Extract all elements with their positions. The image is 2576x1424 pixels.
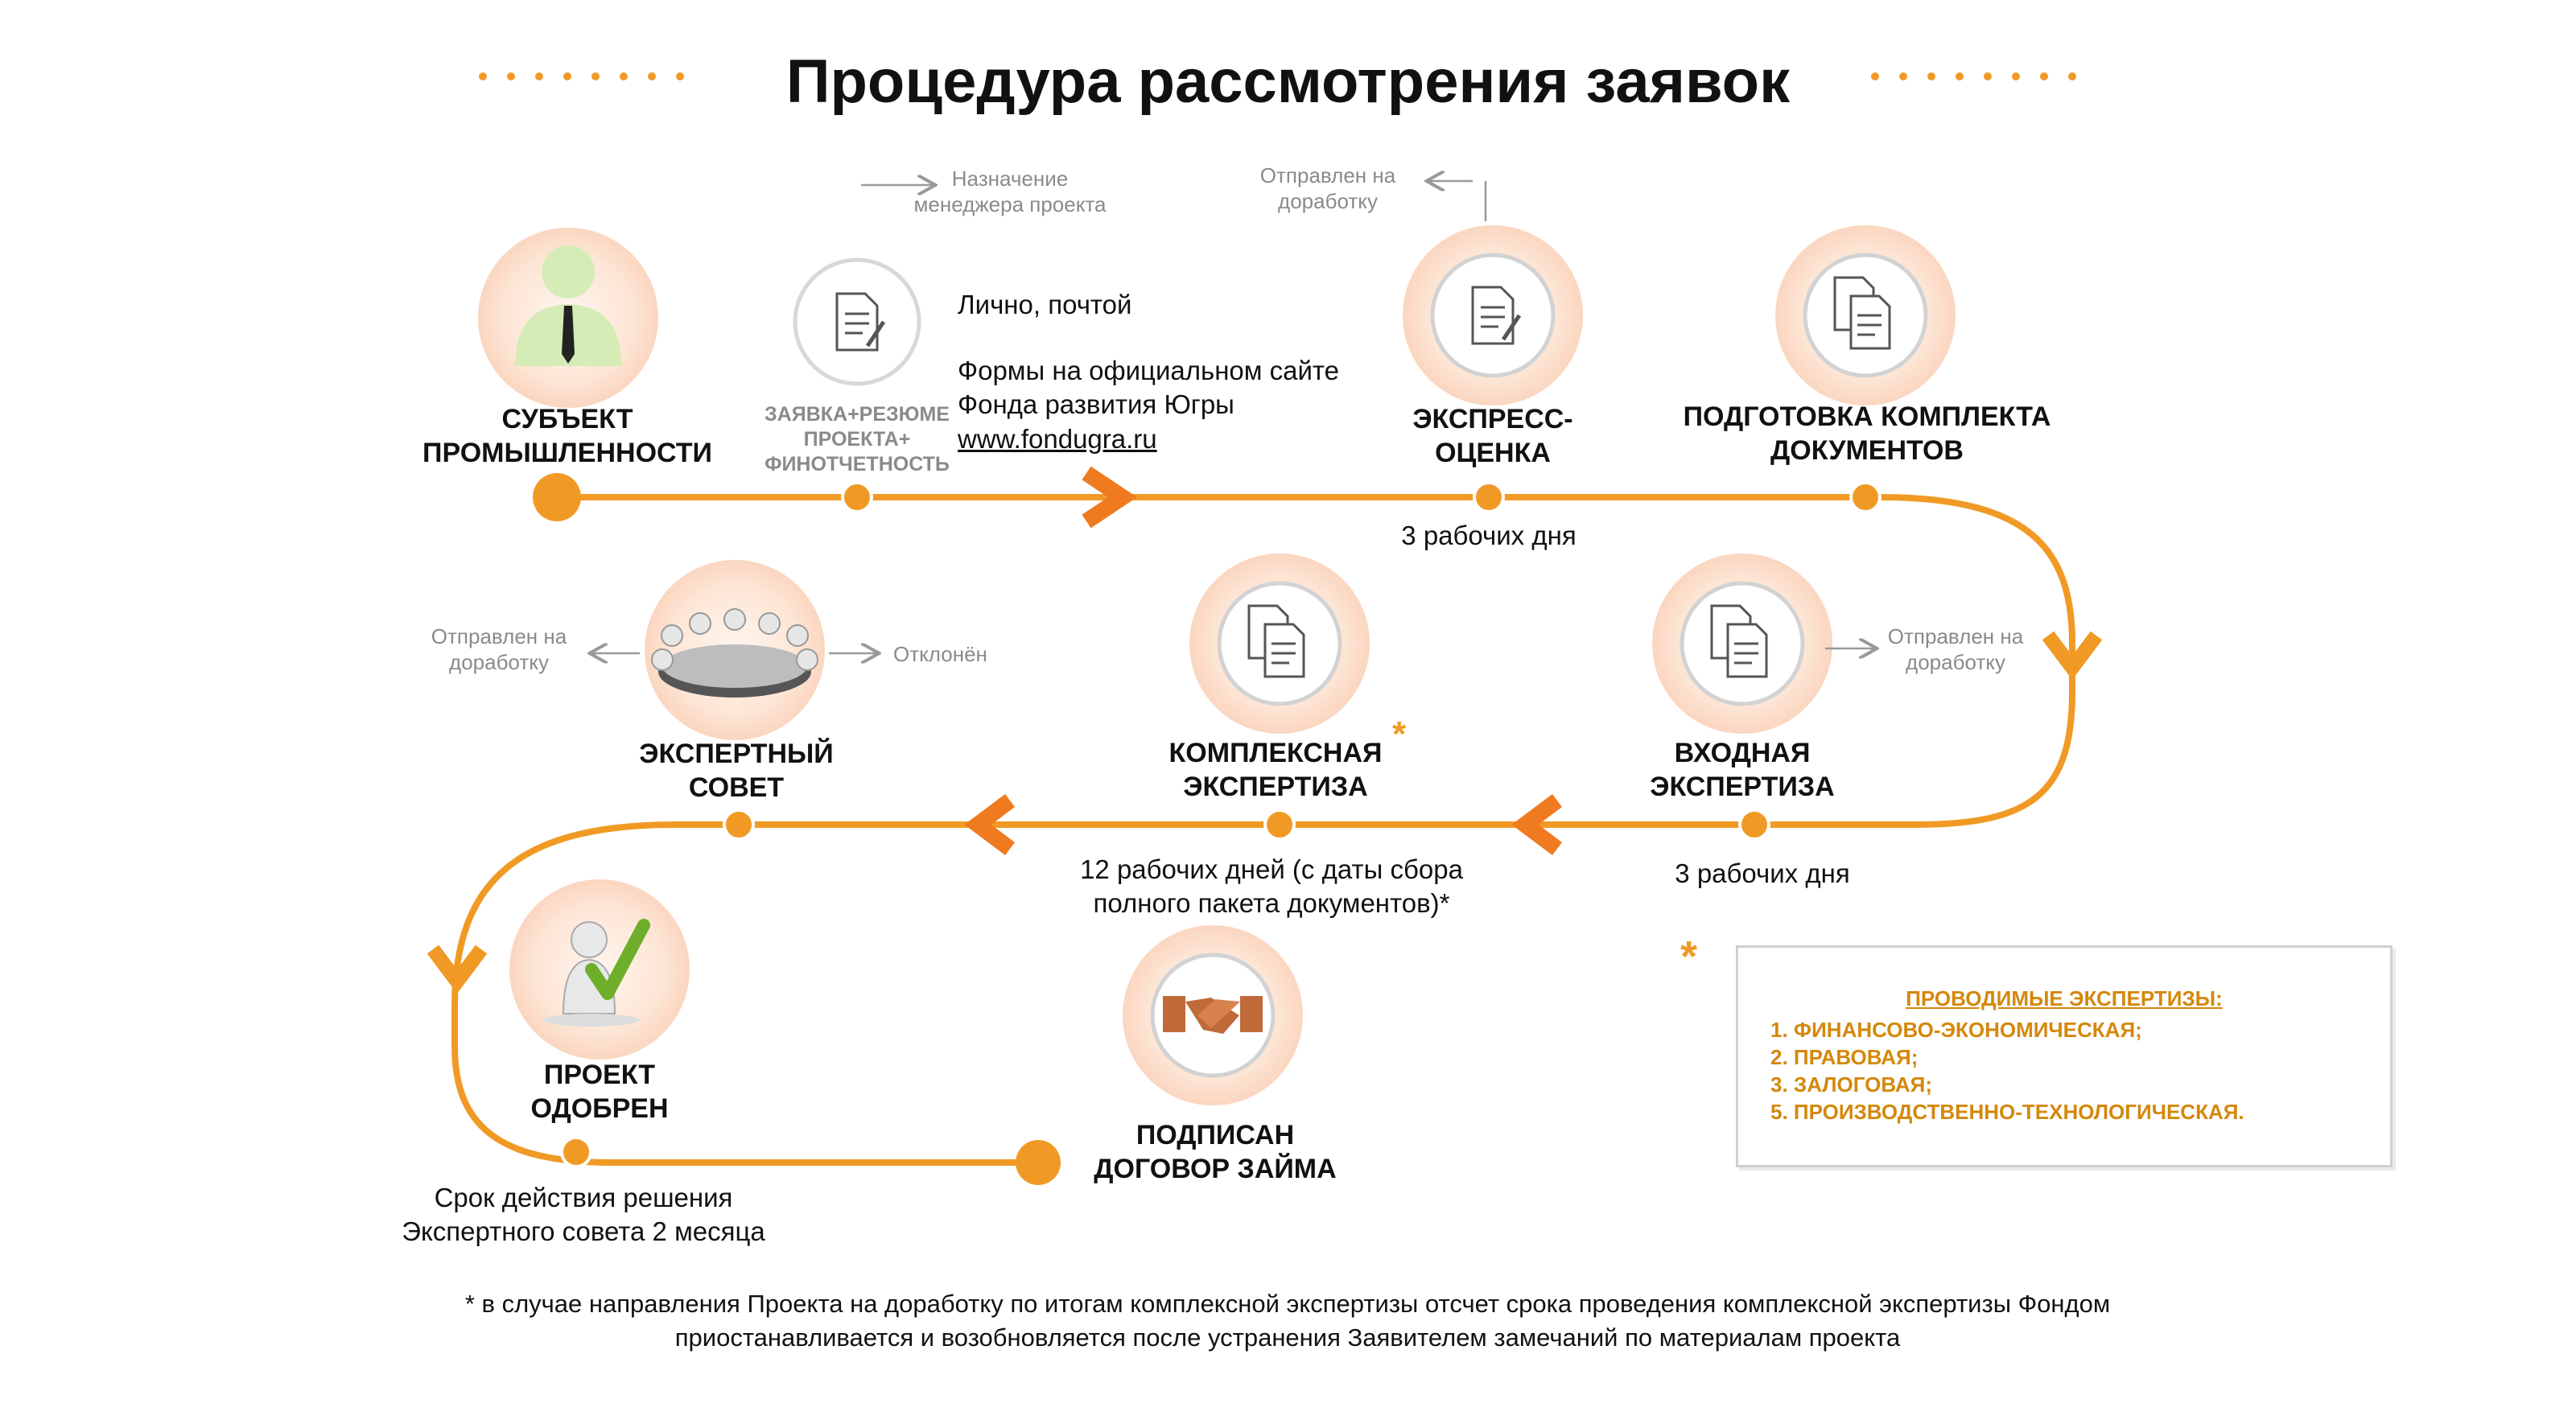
title-dots-left <box>479 72 684 80</box>
stage-subject-label: СУБЪЕКТ ПРОМЫШЛЕННОСТИ <box>422 404 712 468</box>
stage-loan-label: ПОДПИСАН ДОГОВОР ЗАЙМА <box>1094 1120 1337 1184</box>
footnote: * в случае направления Проекта на дорабо… <box>464 1290 2111 1352</box>
documents-icon <box>1833 276 1891 350</box>
stage-express-label: ЭКСПРЕСС- ОЦЕНКА <box>1412 404 1573 468</box>
approved-note: Срок действия решения Экспертного совета… <box>402 1183 765 1246</box>
stage-council-label: ЭКСПЕРТНЫЙ СОВЕТ <box>639 739 834 803</box>
step-dots <box>560 481 1882 1168</box>
stage-complex-label: КОМПЛЕКСНАЯ ЭКСПЕРТИЗА <box>1168 738 1383 802</box>
page-title: Процедура рассмотрения заявок <box>785 47 1791 116</box>
person-tie-icon <box>515 245 621 366</box>
end-dot <box>1016 1140 1061 1185</box>
grey-arrows <box>591 181 1875 653</box>
stage-application-label: ЗАЯВКА+РЕЗЮМЕ ПРОЕКТА+ ФИНОТЧЕТНОСТЬ <box>765 403 950 475</box>
express-returned-note: Отправлен на доработку <box>1259 163 1396 213</box>
council-returned-note: Отправлен на доработку <box>431 624 567 674</box>
chevron-left-icon <box>964 794 1015 855</box>
manager-note: Назначение менеджера проекта <box>913 167 1107 216</box>
documents-icon <box>1710 604 1768 678</box>
handshake-icon <box>1163 996 1263 1034</box>
complex-duration: 12 рабочих дней (с даты сбора полного па… <box>1080 854 1463 918</box>
chevron-right-icon <box>1082 466 1138 529</box>
expertise-legend: ПРОВОДИМЫЕ ЭКСПЕРТИЗЫ: 1. ФИНАНСОВО-ЭКОН… <box>1736 945 2393 1167</box>
document-icon <box>1471 286 1522 345</box>
chevron-left-icon <box>1511 794 1562 855</box>
title-dots-right <box>1871 72 2076 80</box>
incoming-duration: 3 рабочих дня <box>1675 858 1850 888</box>
legend-item: 5. ПРОИЗВОДСТВЕННО-ТЕХНОЛОГИЧЕСКАЯ. <box>1770 1100 2244 1124</box>
stage-incoming-label: ВХОДНАЯ ЭКСПЕРТИЗА <box>1650 738 1835 802</box>
flow-path <box>451 494 2075 1166</box>
chevron-down-icon <box>2042 631 2103 680</box>
start-dot <box>533 473 581 521</box>
document-icon <box>835 292 886 352</box>
express-duration: 3 рабочих дня <box>1401 521 1577 550</box>
person-checkmark-icon <box>543 919 650 1027</box>
fond-link[interactable]: www.fondugra.ru <box>958 424 1157 454</box>
submit-forms: Формы на официальном сайте Фонда развити… <box>958 356 1340 419</box>
chevron-down-icon <box>427 945 488 994</box>
legend-item: 2. ПРАВОВАЯ; <box>1770 1045 1919 1069</box>
meeting-table-icon <box>651 608 818 698</box>
stage-approved-label: ПРОЕКТ ОДОБРЕН <box>530 1060 669 1124</box>
legend-item: 1. ФИНАНСОВО-ЭКОНОМИЧЕСКАЯ; <box>1770 1018 2142 1042</box>
legend-star: * <box>1680 932 1698 981</box>
complex-star: * <box>1392 714 1407 754</box>
incoming-returned-note: Отправлен на доработку <box>1887 624 2024 674</box>
documents-icon <box>1247 604 1305 678</box>
legend-title: ПРОВОДИМЫЕ ЭКСПЕРТИЗЫ: <box>1906 986 2223 1010</box>
legend-item: 3. ЗАЛОГОВАЯ; <box>1770 1072 1932 1097</box>
stage-prep-label: ПОДГОТОВКА КОМПЛЕКТА ДОКУМЕНТОВ <box>1683 401 2051 466</box>
council-rejected-note: Отклонён <box>893 642 987 666</box>
submit-method: Лично, почтой <box>958 290 1132 319</box>
